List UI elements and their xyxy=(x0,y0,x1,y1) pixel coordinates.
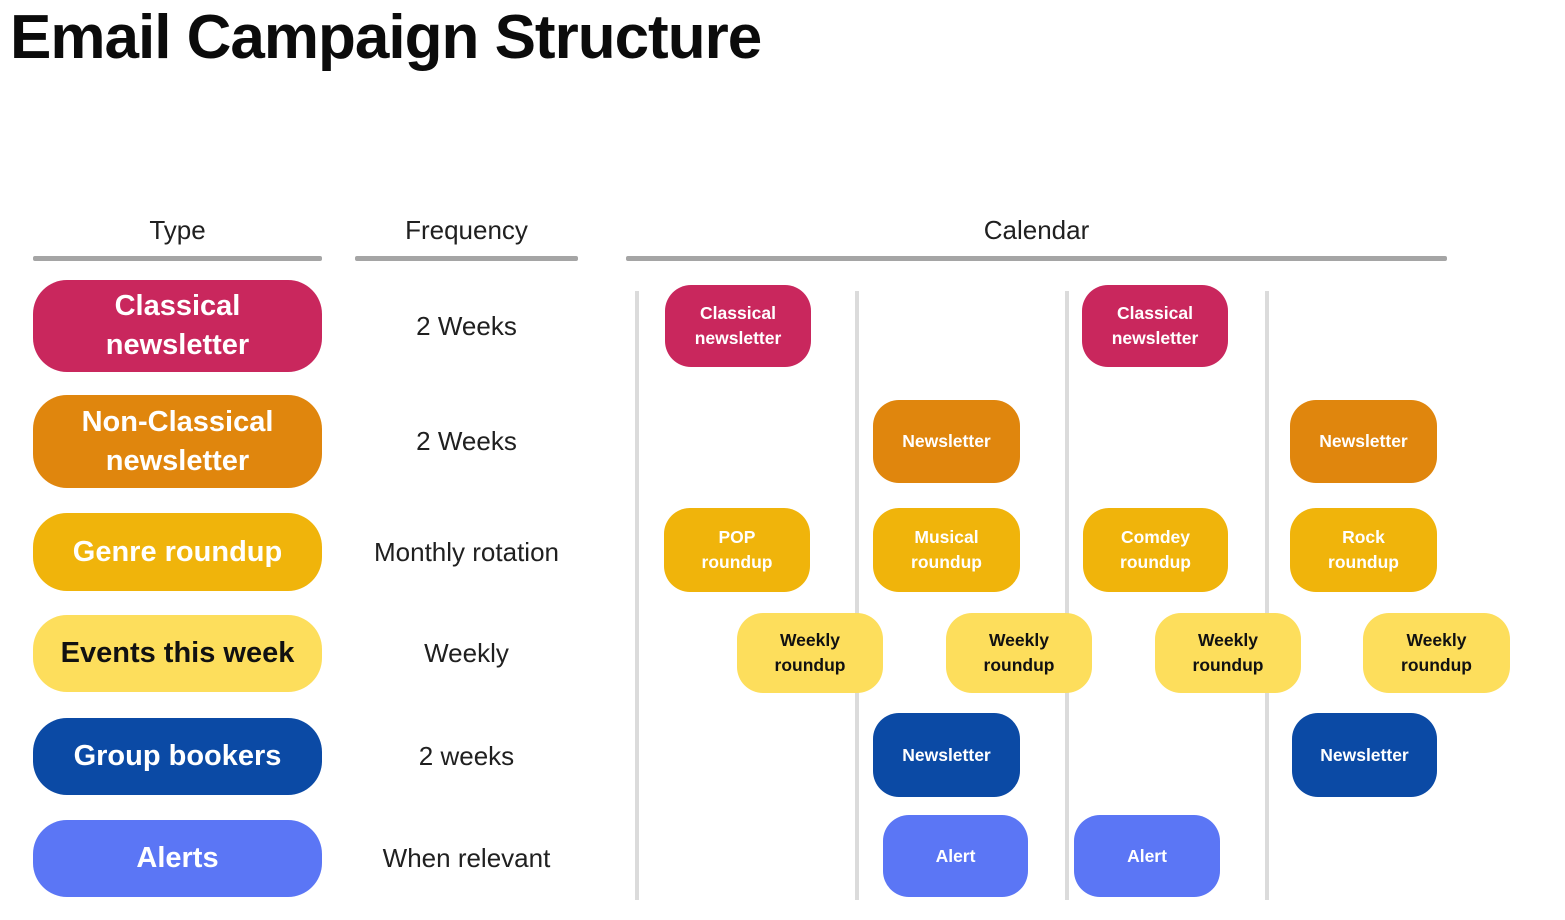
calendar-pill-comdey-roundup: Comdey roundup xyxy=(1083,508,1228,592)
calendar-pill-pop-roundup: POP roundup xyxy=(664,508,810,592)
calendar-gridline-4 xyxy=(1265,291,1269,900)
type-pill-events-this-week: Events this week xyxy=(33,615,322,692)
frequency-events-this-week: Weekly xyxy=(424,638,509,668)
calendar-pill-nonclassical-newsletter-2: Newsletter xyxy=(1290,400,1437,483)
calendar-pill-rock-roundup: Rock roundup xyxy=(1290,508,1437,592)
calendar-pill-weekly-roundup-1: Weekly roundup xyxy=(737,613,883,693)
calendar-pill-group-newsletter-2: Newsletter xyxy=(1292,713,1437,797)
calendar-gridline-1 xyxy=(635,291,639,900)
calendar-pill-musical-roundup: Musical roundup xyxy=(873,508,1020,592)
calendar-pill-alert-1: Alert xyxy=(883,815,1028,897)
calendar-pill-weekly-roundup-4: Weekly roundup xyxy=(1363,613,1510,693)
calendar-pill-classical-newsletter-2: Classical newsletter xyxy=(1082,285,1228,367)
calendar-header-underline xyxy=(626,256,1447,261)
frequency-classical-newsletter: 2 Weeks xyxy=(416,311,517,341)
page-title: Email Campaign Structure xyxy=(10,3,762,72)
frequency-group-bookers: 2 weeks xyxy=(418,741,515,771)
calendar-pill-weekly-roundup-3: Weekly roundup xyxy=(1155,613,1301,693)
calendar-gridline-2 xyxy=(855,291,859,900)
type-pill-alerts: Alerts xyxy=(33,820,322,897)
type-pill-classical-newsletter: Classical newsletter xyxy=(33,280,322,372)
calendar-pill-weekly-roundup-2: Weekly roundup xyxy=(946,613,1092,693)
frequency-genre-roundup: Monthly rotation xyxy=(374,537,559,567)
calendar-pill-group-newsletter-1: Newsletter xyxy=(873,713,1020,797)
type-pill-group-bookers: Group bookers xyxy=(33,718,322,795)
calendar-pill-classical-newsletter-1: Classical newsletter xyxy=(665,285,811,367)
column-header-frequency: Frequency xyxy=(405,215,528,245)
calendar-pill-nonclassical-newsletter-1: Newsletter xyxy=(873,400,1020,483)
type-header-underline xyxy=(33,256,322,261)
frequency-header-underline xyxy=(355,256,578,261)
column-header-calendar: Calendar xyxy=(983,215,1090,245)
frequency-alerts: When relevant xyxy=(382,843,551,873)
type-pill-genre-roundup: Genre roundup xyxy=(33,513,322,591)
frequency-non-classical-newsletter: 2 Weeks xyxy=(416,426,517,456)
calendar-pill-alert-2: Alert xyxy=(1074,815,1220,897)
type-pill-non-classical-newsletter: Non-Classical newsletter xyxy=(33,395,322,488)
column-header-type: Type xyxy=(149,215,206,245)
calendar-gridline-3 xyxy=(1065,291,1069,900)
